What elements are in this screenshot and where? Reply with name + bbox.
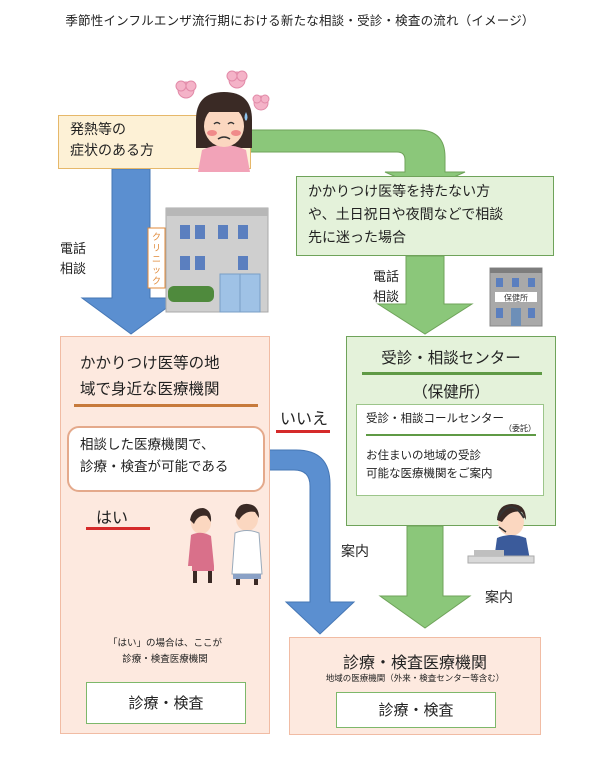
call-center-box [356, 404, 544, 496]
clinic-sign-text: クリニック [152, 232, 161, 287]
phone-consult-left: 電話 相談 [60, 240, 86, 280]
call-center-entrusted: （委託） [504, 424, 536, 433]
no-doctor-label: かかりつけ医等を持たない方 や、土日祝日や夜間などで相談 先に迷った場合 [308, 181, 503, 250]
family-title-underline [74, 404, 258, 407]
no-doctor-line3: 先に迷った場合 [308, 230, 406, 246]
phone-left-line2: 相談 [60, 262, 87, 277]
question-line2: 診療・検査が可能である [80, 459, 229, 475]
guide-label-mid: 案内 [341, 544, 369, 560]
family-doctor-title: かかりつけ医等の地 域で身近な医療機関 [80, 350, 220, 402]
symptom-line2: 症状のある方 [70, 143, 154, 159]
no-label: いいえ [280, 409, 329, 428]
capable-question: 相談した医療機関で、 診療・検査が可能である [80, 434, 228, 478]
note-line2: 診療・検査医療機関 [122, 654, 208, 665]
health-center-sign-text: 保健所 [504, 293, 528, 303]
health-center-illustration: 保健所 [489, 267, 543, 327]
doctor-patient-illustration [188, 503, 263, 585]
capable-question-box [67, 426, 265, 492]
consult-center-title: 受診・相談センター [381, 349, 521, 367]
consult-center-subtitle: （保健所） [412, 383, 490, 401]
clinic-subtitle: 地域の医療機関（外来・検査センター等含む） [325, 674, 505, 684]
clinic-building-illustration: クリニック [147, 207, 269, 313]
sick-person-illustration [175, 70, 270, 172]
no-doctor-line2: や、土日祝日や夜間などで相談 [308, 207, 504, 223]
yes-underline [86, 527, 150, 530]
no-underline [276, 430, 330, 433]
symptom-line1: 発熱等の [70, 122, 126, 138]
phone-left-line1: 電話 [60, 242, 87, 257]
call-desc-line2: 可能な医療機関をご案内 [366, 466, 493, 480]
family-title-line1: かかりつけ医等の地 [80, 354, 220, 372]
phone-consult-right: 電話 相談 [373, 268, 399, 308]
question-line1: 相談した医療機関で、 [80, 437, 215, 453]
yes-label: はい [96, 508, 129, 527]
note-line1: 「はい」の場合は、ここが [107, 638, 222, 649]
call-operator-illustration [467, 504, 535, 564]
result-right-box [336, 692, 496, 728]
no-doctor-box [296, 176, 554, 256]
family-title-line2: 域で身近な医療機関 [80, 380, 220, 398]
blue-arrow-to-family [80, 168, 182, 335]
phone-right-line2: 相談 [373, 290, 400, 305]
symptom-label: 発熱等の 症状のある方 [70, 120, 154, 162]
result-left-box [86, 682, 246, 724]
result-right-label: 診療・検査 [378, 701, 454, 719]
call-desc-line1: お住まいの地域の受診 [366, 448, 481, 462]
result-left-label: 診療・検査 [128, 694, 204, 712]
consult-center-underline [362, 372, 542, 375]
clinic-title: 診療・検査医療機関 [342, 653, 487, 672]
call-center-description: お住まいの地域の受診 可能な医療機関をご案内 [366, 446, 493, 482]
green-arrow-to-center [376, 255, 474, 335]
diagram-title: 季節性インフルエンザ流行期における新たな相談・受診・検査の流れ（イメージ） [65, 13, 535, 28]
call-center-underline [366, 434, 536, 436]
green-arrow-to-clinic [378, 525, 472, 629]
yes-note: 「はい」の場合は、ここが 診療・検査医療機関 [60, 636, 270, 668]
call-center-title: 受診・相談コールセンター [366, 411, 504, 425]
phone-right-line1: 電話 [373, 270, 400, 285]
no-doctor-line1: かかりつけ医等を持たない方 [308, 184, 491, 200]
blue-arrow-no [264, 449, 356, 635]
guide-label-right: 案内 [485, 590, 513, 606]
